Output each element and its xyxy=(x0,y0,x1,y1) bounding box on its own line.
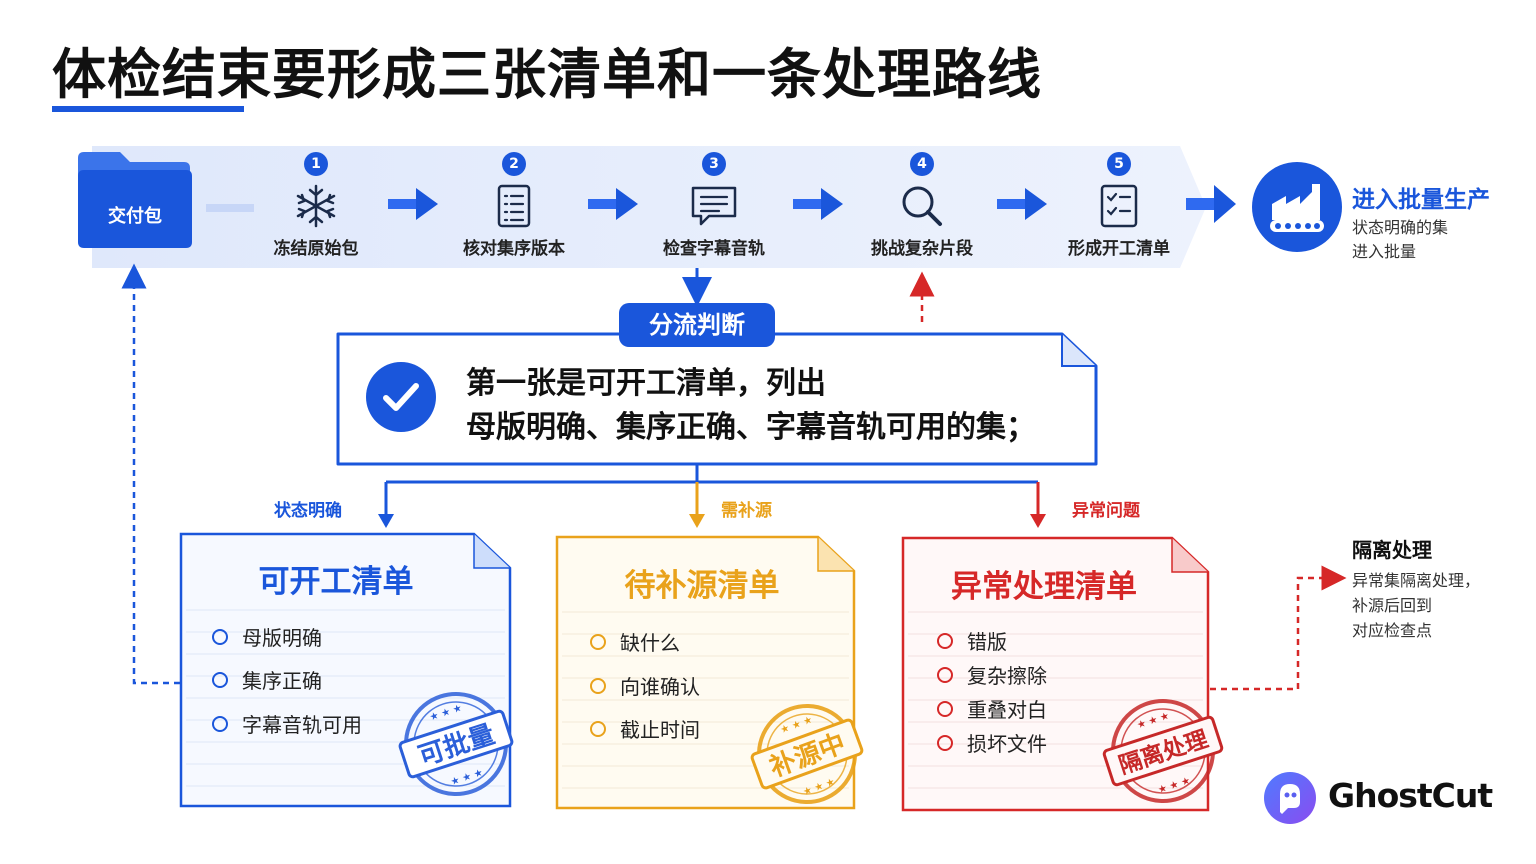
step-work-list: 5 形成开工清单 xyxy=(1044,152,1194,259)
step-arrow-2 xyxy=(588,188,638,220)
stamp-batch-ready: 可批量 ★ ★ ★ ★ ★ ★ xyxy=(398,692,514,796)
document-list-icon xyxy=(497,184,531,228)
decision-text: 第一张是可开工清单，列出 母版明确、集序正确、字幕音轨可用的集； xyxy=(466,362,1036,450)
card-exception-title: 异常处理清单 xyxy=(951,569,1137,605)
bullet-icon xyxy=(590,677,606,694)
list-item-text: 错版 xyxy=(967,630,1007,654)
isolation-description: 异常集隔离处理， 补源后回到 对应检查点 xyxy=(1352,571,1481,640)
list-item: 母版明确 xyxy=(212,622,322,651)
list-item-text: 损坏文件 xyxy=(967,732,1047,756)
ghostcut-logo xyxy=(1264,772,1316,824)
check-icon xyxy=(366,362,436,432)
isolation-title: 隔离处理 xyxy=(1352,538,1432,562)
list-item: 损坏文件 xyxy=(937,728,1047,757)
step-label: 形成开工清单 xyxy=(1068,239,1170,259)
svg-text:★ ★ ★: ★ ★ ★ xyxy=(1136,711,1171,732)
step-complex-segments: 4 挑战复杂片段 xyxy=(847,152,997,259)
step-arrow-4 xyxy=(997,188,1047,220)
step-number: 5 xyxy=(1107,152,1131,176)
step-label: 冻结原始包 xyxy=(273,239,359,259)
checklist-icon xyxy=(1100,184,1138,228)
bullet-icon xyxy=(937,632,953,649)
svg-text:★ ★ ★: ★ ★ ★ xyxy=(428,703,463,724)
list-item: 集序正确 xyxy=(212,665,322,694)
list-item-text: 向谁确认 xyxy=(620,675,700,699)
bullet-icon xyxy=(937,734,953,751)
list-item: 截止时间 xyxy=(590,714,700,743)
list-item-text: 复杂擦除 xyxy=(967,664,1047,688)
title-underline xyxy=(52,106,244,112)
subtitle-bubble-icon xyxy=(691,186,737,226)
list-item-text: 母版明确 xyxy=(242,626,322,650)
branch-tag-source: 需补源 xyxy=(721,501,772,521)
list-item-text: 缺什么 xyxy=(620,631,680,655)
decision-text-line2: 母版明确、集序正确、字幕音轨可用的集； xyxy=(466,410,1036,445)
step-number: 2 xyxy=(502,152,526,176)
delivery-package-folder: 交付包 xyxy=(76,150,194,250)
list-item: 重叠对白 xyxy=(937,694,1047,723)
bullet-icon xyxy=(212,715,228,732)
bullet-icon xyxy=(212,628,228,645)
step-number: 3 xyxy=(702,152,726,176)
production-badge xyxy=(1252,162,1342,252)
magnifier-icon xyxy=(902,186,942,226)
list-item: 字幕音轨可用 xyxy=(212,709,362,738)
list-item: 缺什么 xyxy=(590,627,680,656)
step-arrow-1 xyxy=(388,188,438,220)
logo-text: GhostCut xyxy=(1328,776,1493,815)
list-item: 错版 xyxy=(937,626,1007,655)
folder-icon xyxy=(78,152,192,248)
step-arrow-3 xyxy=(793,188,843,220)
list-item-text: 集序正确 xyxy=(242,669,322,693)
decision-text-line1: 第一张是可开工清单，列出 xyxy=(466,366,826,401)
card-source-title: 待补源清单 xyxy=(624,568,780,604)
list-item-text: 截止时间 xyxy=(620,718,700,742)
factory-icon xyxy=(1270,184,1324,232)
return-loop-dashed-line xyxy=(121,263,180,685)
step-verify-order: 2 核对集序版本 xyxy=(439,152,589,259)
list-item-text: 重叠对白 xyxy=(967,698,1047,722)
card-ready-title: 可开工清单 xyxy=(258,564,414,600)
stamp-isolation: 隔离处理 ★ ★ ★ ★ ★ ★ xyxy=(1102,699,1224,803)
step-number: 1 xyxy=(304,152,328,176)
step-label: 检查字幕音轨 xyxy=(663,239,765,259)
branch-tag-exception: 异常问题 xyxy=(1072,501,1140,521)
stamp-sourcing: 补源中 ★ ★ ★ ★ ★ ★ xyxy=(750,704,864,804)
snowflake-icon xyxy=(296,184,336,228)
step-freeze: 1 冻结原始包 xyxy=(241,152,391,259)
production-title: 进入批量生产 xyxy=(1352,187,1490,213)
page-title: 体检结束要形成三张清单和一条处理路线 xyxy=(52,43,1042,106)
step-number: 4 xyxy=(910,152,934,176)
branch-tag-ready: 状态明确 xyxy=(274,501,342,521)
step-check-subtitles: 3 检查字幕音轨 xyxy=(639,152,789,259)
bullet-icon xyxy=(937,700,953,717)
list-item: 向谁确认 xyxy=(590,671,700,700)
bullet-icon xyxy=(937,666,953,683)
isolation-dashed-line xyxy=(1210,565,1347,691)
list-item: 复杂擦除 xyxy=(937,660,1047,689)
step-label: 挑战复杂片段 xyxy=(871,239,973,259)
step-label: 核对集序版本 xyxy=(463,239,565,259)
bullet-icon xyxy=(212,671,228,688)
production-description: 状态明确的集 进入批量 xyxy=(1352,218,1449,261)
bullet-icon xyxy=(590,633,606,650)
folder-label: 交付包 xyxy=(108,206,162,227)
split-decision-label: 分流判断 xyxy=(619,303,775,347)
list-item-text: 字幕音轨可用 xyxy=(242,713,362,737)
bullet-icon xyxy=(590,720,606,737)
